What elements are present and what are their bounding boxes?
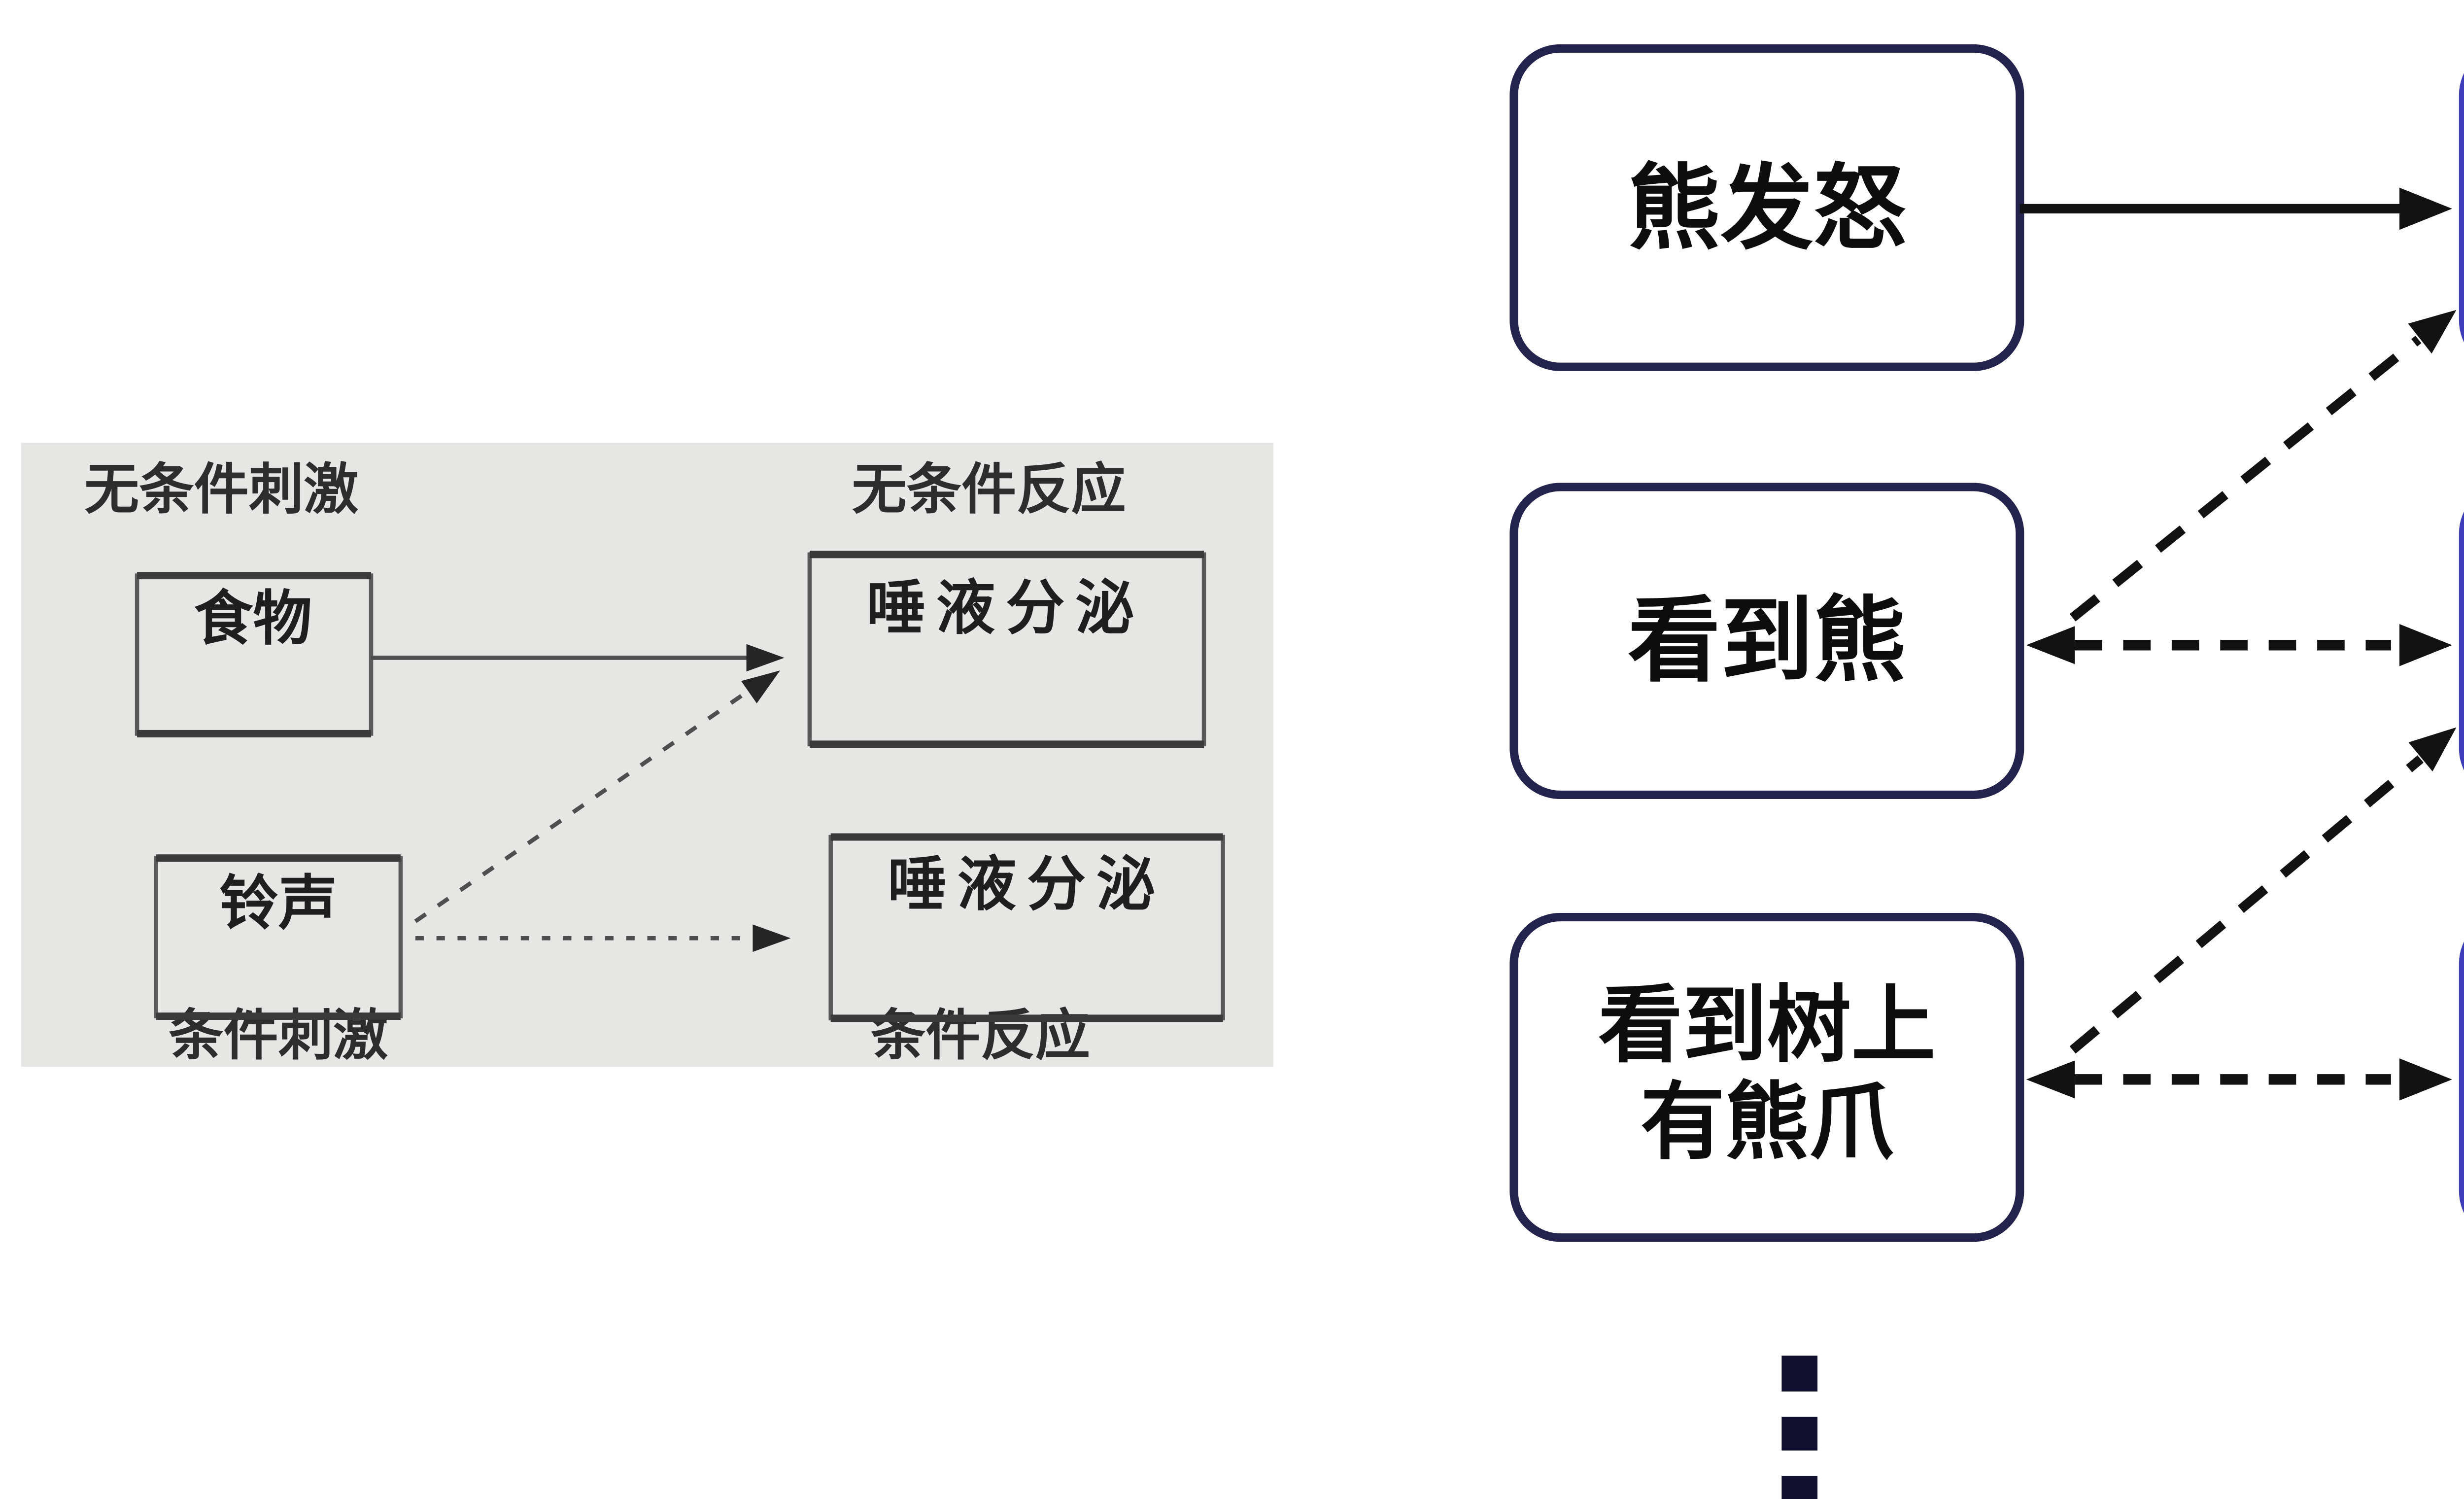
see-claw-back-arrowhead [2026,1060,2075,1099]
food-box: 食物 [135,572,374,737]
see-bear-label: 看到熊 [1628,586,1906,695]
salivation-conditioned-box: 唾液分泌 [828,833,1225,1022]
bear-to-reward-arrowhead [2399,187,2452,230]
see-claw-to-next-value-dashed-line [2069,755,2424,1054]
td-diagram: 熊发怒 看到熊 看到树上 有熊爪 奖励 V(s′) V(s) [1509,44,2464,1499]
see-bear-to-reward-dashed-line [2069,336,2422,622]
see-claw-label-line1: 看到树上 [1598,976,1936,1075]
see-bear-to-value-arrowhead [2399,624,2452,666]
bear-rage-box [1509,44,2024,371]
pavlov-panel: 无条件刺激 无条件反应 条件刺激 条件反应 食物 唾液分泌 铃声 [21,443,1274,1068]
ellipsis-left-dot-3 [1781,1475,1818,1499]
see-bear-back-arrowhead [2026,626,2075,664]
see-claw-to-next-value-arrowhead [2408,727,2457,771]
label-unconditioned-response: 无条件反应 [852,458,1126,522]
see-bear-box [1509,483,2024,800]
food-to-salivation-arrowhead [746,644,785,672]
see-claw-box [1509,912,2024,1242]
reward-box [2459,73,2464,343]
ellipsis-left-dot-1 [1781,1356,1818,1392]
bell-diagonal-arrowhead [741,670,781,703]
bell-diagonal-dashed-line [414,688,752,923]
state-value-box [2459,941,2464,1213]
salivation-conditioned-label: 唾液分泌 [888,850,1166,919]
pavlov-panel-background [21,443,1274,1067]
bell-horizontal-arrowhead [753,924,791,952]
ellipsis-left-dot-2 [1781,1417,1818,1451]
bear-rage-label: 熊发怒 [1628,154,1906,263]
salivation-unconditioned-label: 唾液分泌 [866,574,1145,643]
see-claw-to-value-arrowhead [2399,1058,2452,1101]
see-bear-to-reward-arrowhead [2408,310,2457,354]
next-state-value-box [2459,511,2464,770]
salivation-unconditioned-box: 唾液分泌 [807,551,1206,748]
label-unconditioned-stimulus: 无条件刺激 [84,458,358,522]
ellipsis-left [1781,1356,1818,1499]
label-conditioned-response: 条件反应 [871,1004,1090,1068]
food-box-label: 食物 [194,585,312,653]
bell-box: 铃声 [154,854,403,1020]
see-claw-label-line2: 有熊爪 [1641,1072,1894,1171]
bell-box-label: 铃声 [219,869,338,938]
